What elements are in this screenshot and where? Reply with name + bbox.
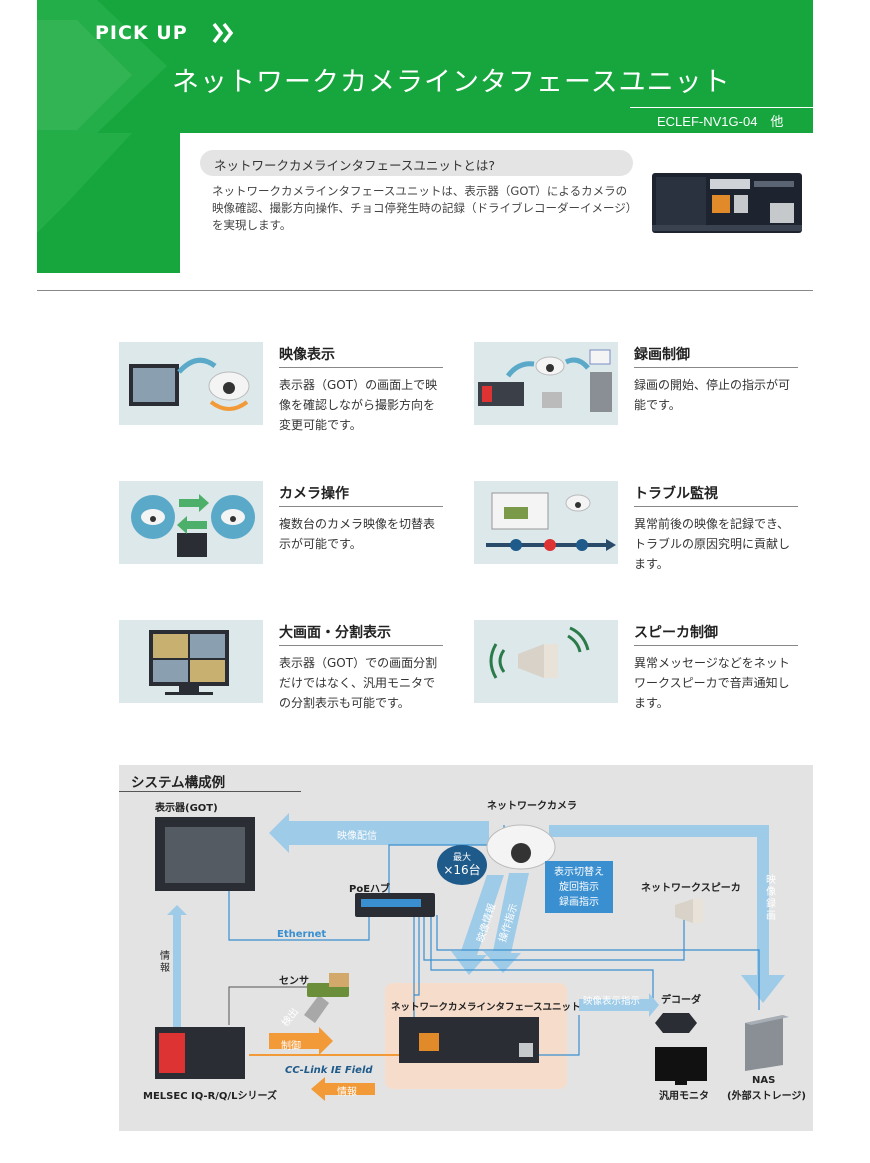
text-line: 複数台のカメラ映像を切替表 <box>279 517 436 531</box>
command-item: 録画指示 <box>559 897 599 908</box>
nic-label: ネットワークカメラインタフェースユニット <box>391 1002 581 1013</box>
speaker-label: ネットワークスピーカ <box>641 883 741 894</box>
monitor-label: 汎用モニタ <box>659 1091 709 1102</box>
feature-title: 大画面・分割表示 <box>279 625 391 641</box>
intro-description: ネットワークカメラインタフェースユニットは、表示器（GOT）によるカメラの 映像… <box>212 183 638 234</box>
text-line: 異常前後の映像を記録でき、 <box>634 517 790 531</box>
video-display-illustration <box>119 342 263 425</box>
feature-title: 録画制御 <box>634 347 690 363</box>
video-display-label: 映像表示指示 <box>583 996 641 1007</box>
text-line: 表示器（GOT）での画面分割 <box>279 656 438 670</box>
plc-label: MELSEC IQ-R/Q/Lシリーズ <box>143 1091 277 1102</box>
desc-line: 映像確認、撮影方向操作、チョコ停発生時の記録（ドライブレコーダーイメージ） <box>212 201 638 215</box>
feature-title: 映像表示 <box>279 347 335 363</box>
system-diagram: システム構成例 <box>119 765 813 1131</box>
system-title: システム構成例 <box>131 775 226 791</box>
feature-text: 異常前後の映像を記録でき、 トラブルの原因究明に貢献し ます。 <box>634 514 800 574</box>
text-line: だけではなく、汎用モニタで <box>279 676 436 690</box>
feature-text: 録画の開始、停止の指示が可 能です。 <box>634 375 800 415</box>
video-dist-label: 映像配信 <box>337 831 377 842</box>
ethernet-label: Ethernet <box>277 929 327 940</box>
product-image <box>652 173 802 233</box>
feature-text: 表示器（GOT）の画面上で映 像を確認しながら撮影方向を 変更可能です。 <box>279 375 445 435</box>
page-title: ネットワークカメラインタフェースユニット <box>172 67 731 98</box>
system-title-underline <box>119 791 301 792</box>
nas-sub-label: (外部ストレージ) <box>727 1091 806 1102</box>
commands-box: 表示切替え 旋回指示 録画指示 <box>545 861 613 913</box>
feature-underline <box>634 506 798 507</box>
text-line: ワークスピーカで音声通知し <box>634 676 790 690</box>
intro-question: ネットワークカメラインタフェースユニットとは? <box>200 150 633 176</box>
desc-line: を実現します。 <box>212 218 292 232</box>
chevron-decoration <box>37 0 167 133</box>
feature-underline <box>279 506 443 507</box>
feature-video-display: 映像表示 表示器（GOT）の画面上で映 像を確認しながら撮影方向を 変更可能です… <box>119 342 444 442</box>
section-divider <box>37 290 813 291</box>
feature-large-split-display: 大画面・分割表示 表示器（GOT）での画面分割 だけではなく、汎用モニタで の分… <box>119 620 444 720</box>
double-chevron-icon <box>212 22 234 44</box>
info-label: 情報 <box>160 951 170 974</box>
trouble-monitoring-illustration <box>474 481 618 564</box>
text-line: 異常メッセージなどをネット <box>634 656 790 670</box>
desc-line: ネットワークカメラインタフェースユニットは、表示器（GOT）によるカメラの <box>212 184 628 198</box>
model-underline <box>630 107 813 108</box>
header-banner: PICK UP ネットワークカメラインタフェースユニット ECLEF-NV1G-… <box>37 0 813 133</box>
feature-underline <box>634 645 798 646</box>
control-label: 制御 <box>281 1041 301 1052</box>
feature-underline <box>634 367 798 368</box>
badge-top: 最大 <box>452 853 471 863</box>
feature-underline <box>279 367 443 368</box>
camera-label: ネットワークカメラ <box>487 801 577 812</box>
text-line: 能です。 <box>634 398 681 412</box>
feature-text: 表示器（GOT）での画面分割 だけではなく、汎用モニタで の分割表示も可能です。 <box>279 653 445 713</box>
command-item: 旋回指示 <box>559 882 599 893</box>
nas-record-label: 映像録画 <box>766 875 776 922</box>
speaker-illustration <box>474 620 618 703</box>
green-side-block <box>37 133 180 273</box>
text-line: トラブルの原因究明に貢献し <box>634 537 791 551</box>
text-line: 録画の開始、停止の指示が可 <box>634 378 791 392</box>
feature-text: 複数台のカメラ映像を切替表 示が可能です。 <box>279 514 445 554</box>
text-line: の分割表示も可能です。 <box>279 696 410 710</box>
feature-underline <box>279 645 443 646</box>
feature-camera-operation: カメラ操作 複数台のカメラ映像を切替表 示が可能です。 <box>119 481 444 581</box>
text-line: 変更可能です。 <box>279 418 362 432</box>
split-display-illustration <box>119 620 263 703</box>
cclink-logo: CC-Link IE Field <box>285 1065 373 1076</box>
text-line: ます。 <box>634 696 669 710</box>
text-line: 示が可能です。 <box>279 537 362 551</box>
max-cameras-badge: 最大 ×16台 <box>437 845 487 885</box>
nas-label: NAS <box>752 1075 776 1086</box>
pickup-label: PICK UP <box>95 22 188 44</box>
text-line: 表示器（GOT）の画面上で映 <box>279 378 438 392</box>
text-line: 像を確認しながら撮影方向を <box>279 398 436 412</box>
feature-speaker-control: スピーカ制御 異常メッセージなどをネット ワークスピーカで音声通知し ます。 <box>474 620 799 720</box>
poe-hub-label: PoEハブ <box>349 884 391 895</box>
sensor-label: センサ <box>279 976 309 987</box>
decoder-label: デコーダ <box>661 995 701 1006</box>
chevron-decoration-lower <box>37 133 132 233</box>
text-line: ます。 <box>634 557 669 571</box>
info2-label: 情報 <box>337 1087 357 1098</box>
feature-title: カメラ操作 <box>279 486 349 502</box>
feature-recording-control: 録画制御 録画の開始、停止の指示が可 能です。 <box>474 342 799 442</box>
command-item: 表示切替え <box>554 867 604 878</box>
feature-trouble-monitoring: トラブル監視 異常前後の映像を記録でき、 トラブルの原因究明に貢献し ます。 <box>474 481 799 581</box>
got-label: 表示器(GOT) <box>155 803 218 814</box>
feature-text: 異常メッセージなどをネット ワークスピーカで音声通知し ます。 <box>634 653 800 713</box>
feature-title: スピーカ制御 <box>634 625 718 641</box>
badge-bottom: ×16台 <box>443 863 481 877</box>
model-number: ECLEF-NV1G-04 他 <box>657 114 784 129</box>
camera-operation-illustration <box>119 481 263 564</box>
system-connections <box>155 813 789 1101</box>
recording-control-illustration <box>474 342 618 425</box>
feature-title: トラブル監視 <box>634 486 718 502</box>
